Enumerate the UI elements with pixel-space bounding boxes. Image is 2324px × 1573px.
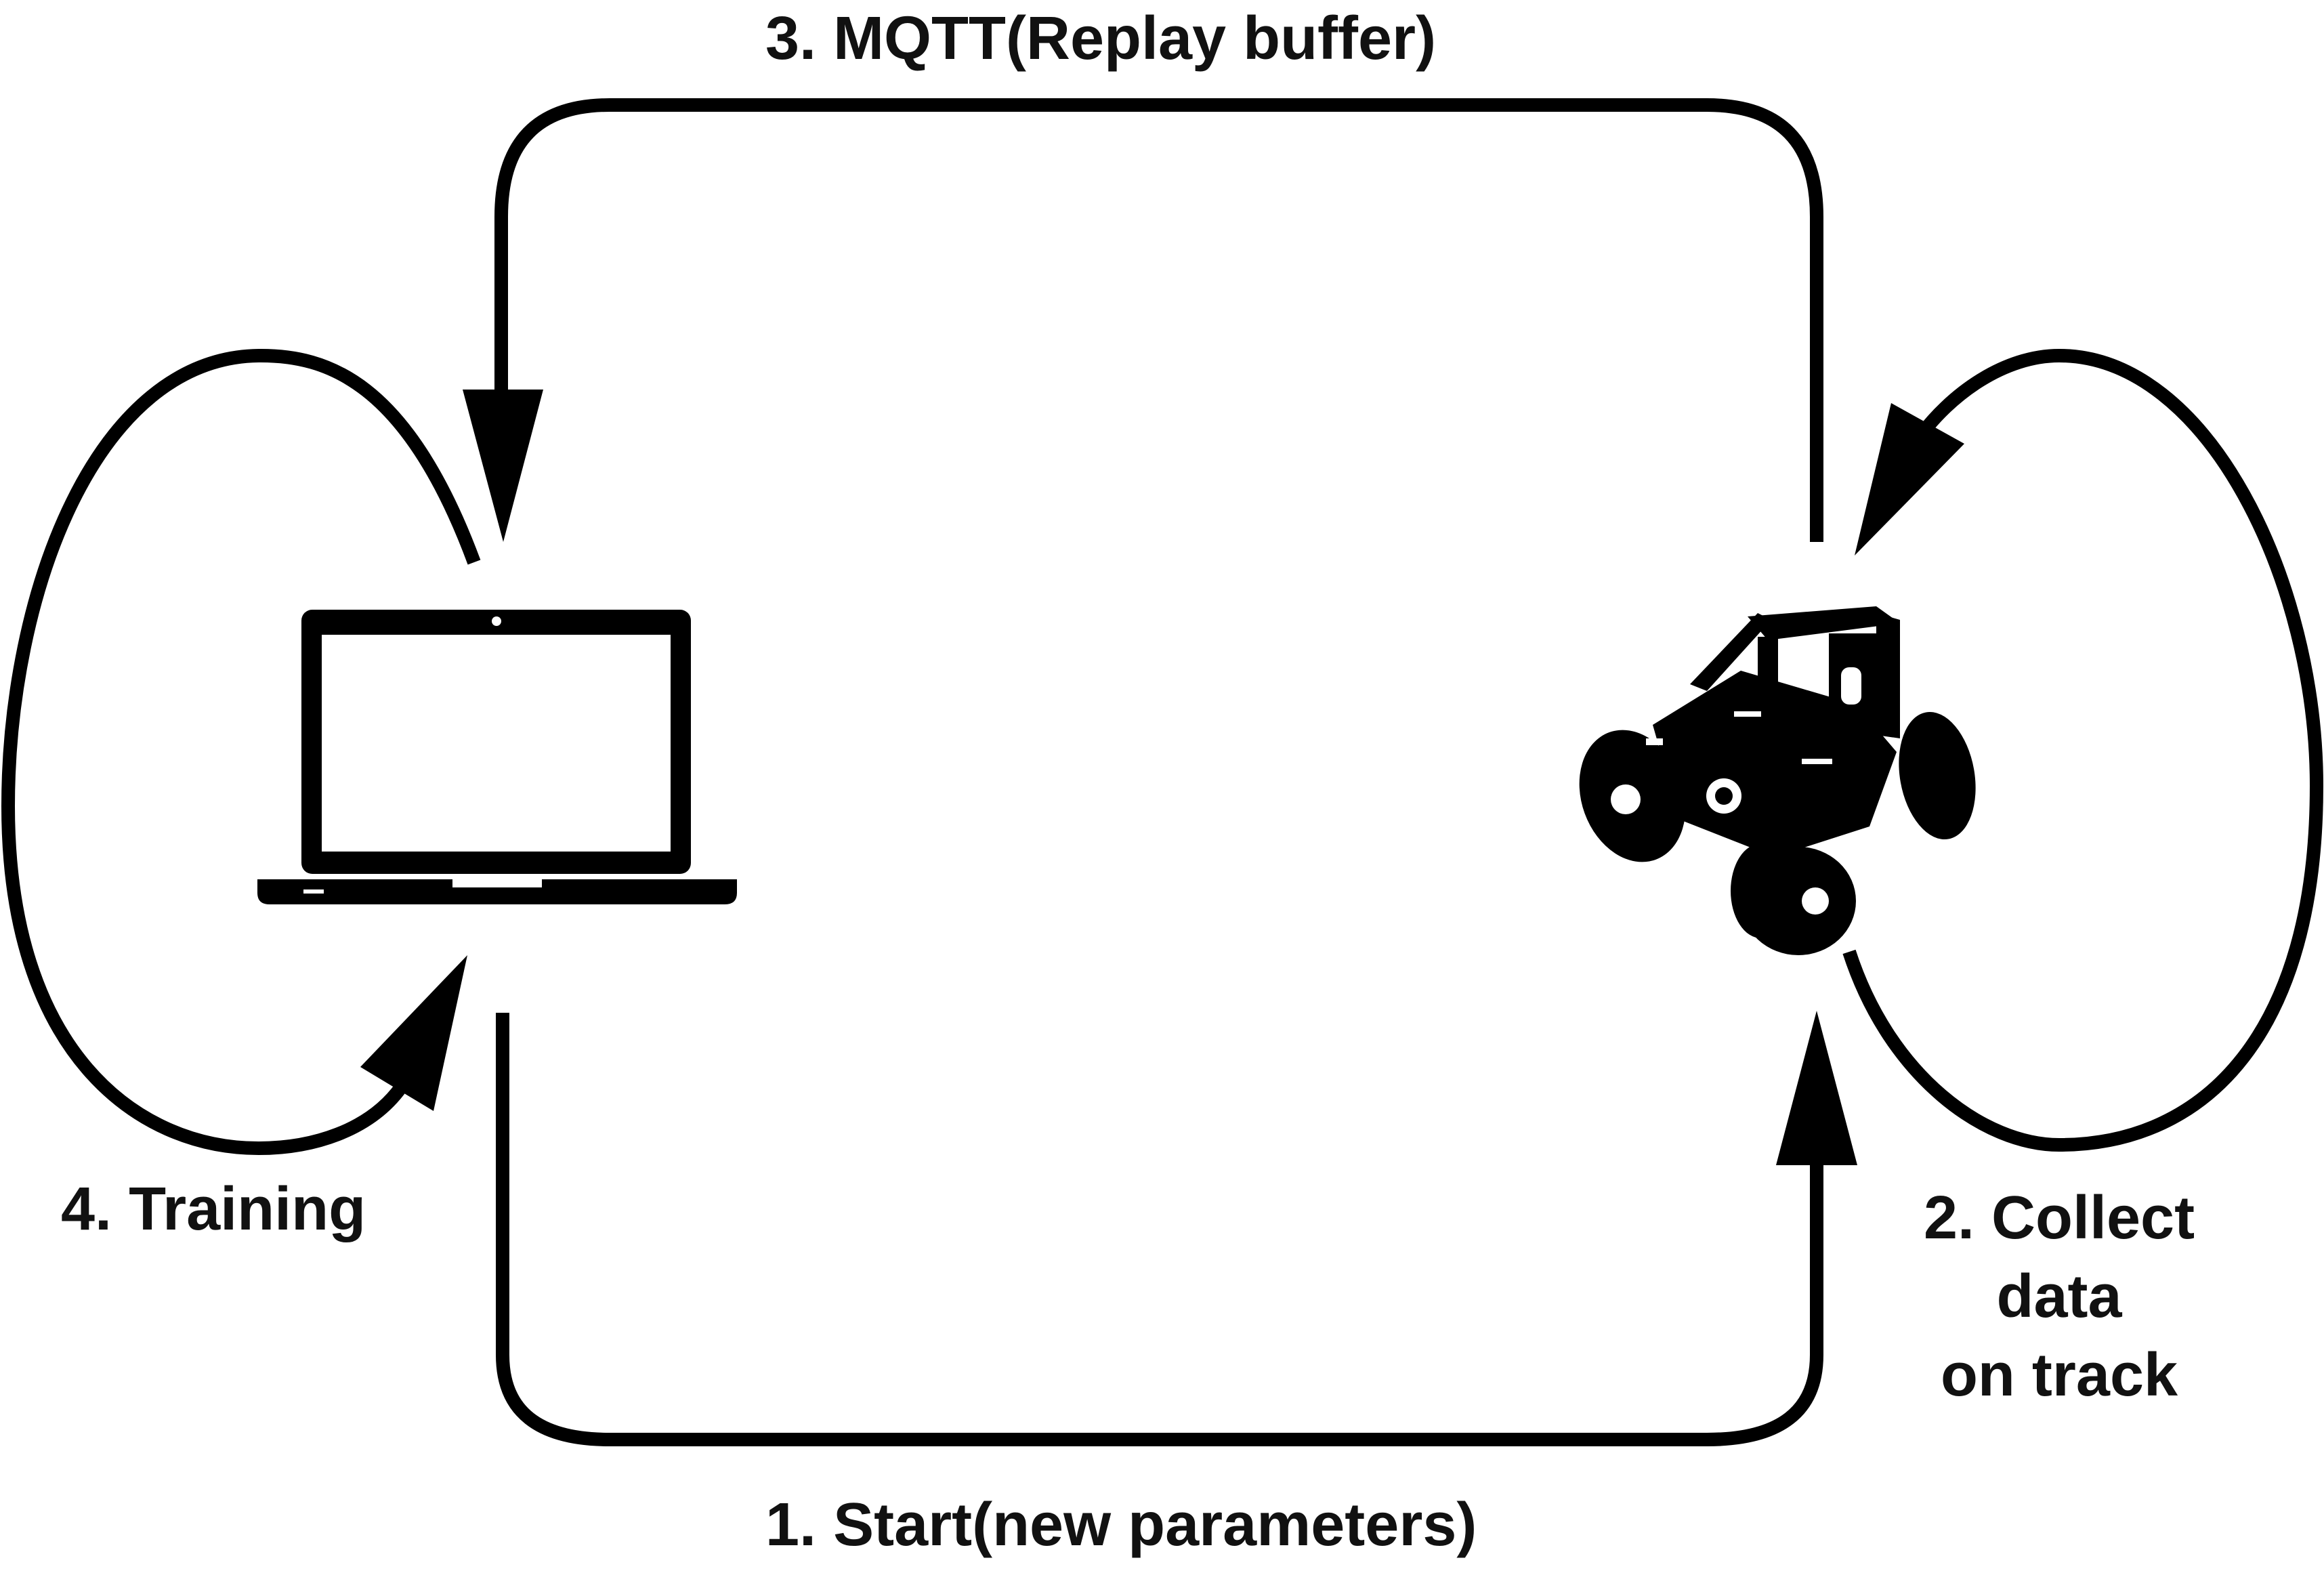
mqtt-connector-line [494, 98, 1823, 542]
collect-label-line-2: data [1996, 1263, 2122, 1330]
start-connector-line [496, 1013, 1823, 1446]
collect-arrowhead [1855, 403, 1964, 555]
collect-loop-line [1842, 348, 2324, 1152]
rc-car-icon [1579, 606, 1976, 955]
start-label: 1. Start(new parameters) [765, 1491, 1477, 1559]
laptop-icon [257, 610, 737, 904]
collect-label-line-1: 2. Collect [1923, 1184, 2195, 1252]
training-label: 4. Training [61, 1175, 366, 1243]
collect-label-line-3: on track [1940, 1341, 2178, 1409]
mqtt-arrowhead [463, 390, 543, 542]
collect-label: 2. Collect data on track [1897, 1179, 2222, 1414]
training-arrowhead [360, 955, 467, 1111]
mqtt-label: 3. MQTT(Replay buffer) [765, 5, 1437, 72]
start-arrowhead [1776, 1011, 1857, 1165]
training-loop-line [1, 348, 481, 1156]
